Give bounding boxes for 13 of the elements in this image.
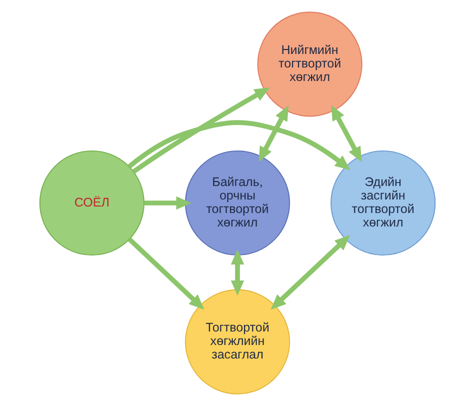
arrow xyxy=(270,235,350,310)
arrow xyxy=(330,105,362,162)
node-circle: Нийгмийн тогтвортой хөгжил xyxy=(256,12,362,117)
node-circle: Байгаль, орчны тогтвортой хөгжил xyxy=(184,150,290,256)
arrow xyxy=(258,105,288,162)
node-circle: СОЁЛ xyxy=(38,150,144,256)
arrow xyxy=(144,196,191,210)
arrow xyxy=(127,120,350,170)
arrow xyxy=(230,249,244,296)
node-circle: Тогтвортой хөгжлийн засаглал xyxy=(184,289,290,394)
arrow xyxy=(127,237,204,310)
arrow xyxy=(132,88,270,174)
node-circle: Эдийн засгийн тогтвортой хөгжил xyxy=(330,150,436,256)
